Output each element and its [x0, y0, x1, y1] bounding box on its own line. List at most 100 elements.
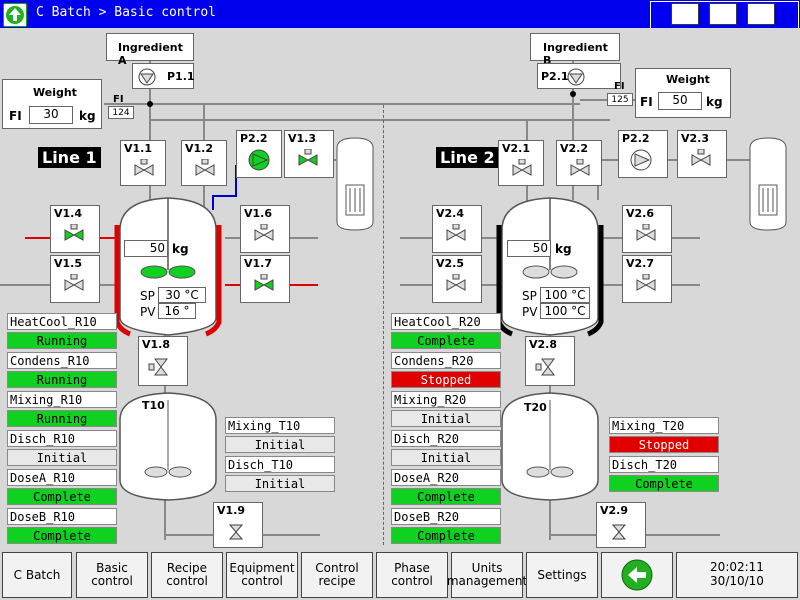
valve-v19[interactable]: V1.9 [213, 502, 263, 548]
pump-p21[interactable]: P2.1 [537, 63, 621, 89]
status-state-badge: Complete [7, 527, 117, 544]
sp-value-box[interactable]: 100 °C [540, 287, 590, 303]
piping-diagram [0, 60, 787, 540]
status-state-badge: Initial [225, 475, 335, 492]
valve-v29[interactable]: V2.9 [596, 502, 646, 548]
weight-unit: kg [79, 109, 96, 123]
valve-v16[interactable]: V1.6 [240, 205, 290, 253]
ingredient-a-box[interactable]: Ingredient A [106, 33, 194, 67]
valve-label: V2.8 [529, 338, 557, 351]
nav-c-batch[interactable]: C Batch [2, 552, 72, 598]
status-state-badge: Complete [7, 488, 117, 505]
sp-value-box[interactable]: 30 °C [158, 287, 206, 303]
valve-v17[interactable]: V1.7 [240, 255, 290, 303]
sp-unit: °C [184, 288, 199, 302]
nav-settings[interactable]: Settings [526, 552, 598, 598]
valve-label: V2.5 [436, 257, 464, 270]
reactor-weight-unit: kg [172, 242, 189, 256]
status-name: Disch_T10 [225, 456, 335, 473]
home-button[interactable] [3, 3, 27, 27]
pv-value: 16 [164, 304, 180, 318]
valve-v11[interactable]: V1.1 [120, 140, 166, 186]
valve-v22[interactable]: V2.2 [556, 140, 602, 186]
nav-line: management [446, 574, 528, 588]
valve-label: V2.9 [600, 504, 628, 517]
flow-value-line2: 125 [607, 93, 633, 106]
valve-label: V1.8 [142, 338, 170, 351]
valve-icon [195, 159, 215, 176]
status-state-badge: Running [7, 410, 117, 427]
window-button-2[interactable] [709, 3, 737, 25]
weight-title: Weight [666, 73, 710, 86]
valve-v24[interactable]: V2.4 [432, 205, 482, 253]
valve-v26[interactable]: V2.6 [622, 205, 672, 253]
weight-prefix: FI [640, 95, 653, 109]
window-button-3[interactable] [747, 3, 775, 25]
valve-v27[interactable]: V2.7 [622, 255, 672, 303]
reactor-weight-value: 50 [149, 241, 165, 255]
valve-v14[interactable]: V1.4 [50, 205, 100, 253]
weight-value: 30 [29, 106, 73, 124]
status-state-badge: Complete [609, 475, 719, 492]
line2-label: Line 2 [436, 147, 499, 168]
pump-p22-line1[interactable]: P2.2 [236, 130, 282, 178]
nav-line: control [166, 574, 208, 588]
line-divider [383, 105, 384, 545]
ingredient-b-box[interactable]: Ingredient B [530, 33, 620, 67]
status-state-badge: Complete [391, 332, 501, 349]
valve-v28[interactable]: V2.8 [525, 336, 575, 386]
valve-v18[interactable]: V1.8 [138, 336, 188, 386]
window-button-1[interactable] [671, 3, 699, 25]
valve-v13[interactable]: V1.3 [284, 130, 334, 178]
valve-open-icon [64, 224, 84, 241]
valve-v12[interactable]: V1.2 [181, 140, 227, 186]
valve-v23[interactable]: V2.3 [677, 130, 727, 178]
valve-v21[interactable]: V2.1 [498, 140, 544, 186]
status-name: Disch_T20 [609, 456, 719, 473]
valve-icon [228, 524, 244, 540]
status-state-badge: Stopped [609, 436, 719, 453]
valve-v15[interactable]: V1.5 [50, 255, 100, 303]
back-button[interactable] [601, 552, 673, 598]
sp-value: 30 [165, 288, 181, 302]
weight-title: Weight [33, 86, 77, 99]
pump-running-icon [248, 149, 270, 171]
nav-line: control [91, 574, 133, 588]
nav-line: Control [315, 561, 359, 575]
valve-label: V1.5 [54, 257, 82, 270]
nav-line: Basic [96, 561, 128, 575]
clock-date: 30/10/10 [710, 574, 764, 588]
pump-p11[interactable]: P1.1 [132, 63, 195, 89]
pump-p22-line2[interactable]: P2.2 [618, 130, 668, 178]
pump-icon [567, 68, 585, 86]
valve-label: V2.1 [502, 142, 530, 155]
valve-v25[interactable]: V2.5 [432, 255, 482, 303]
weight-unit: kg [706, 95, 723, 109]
valve-icon [535, 358, 555, 376]
